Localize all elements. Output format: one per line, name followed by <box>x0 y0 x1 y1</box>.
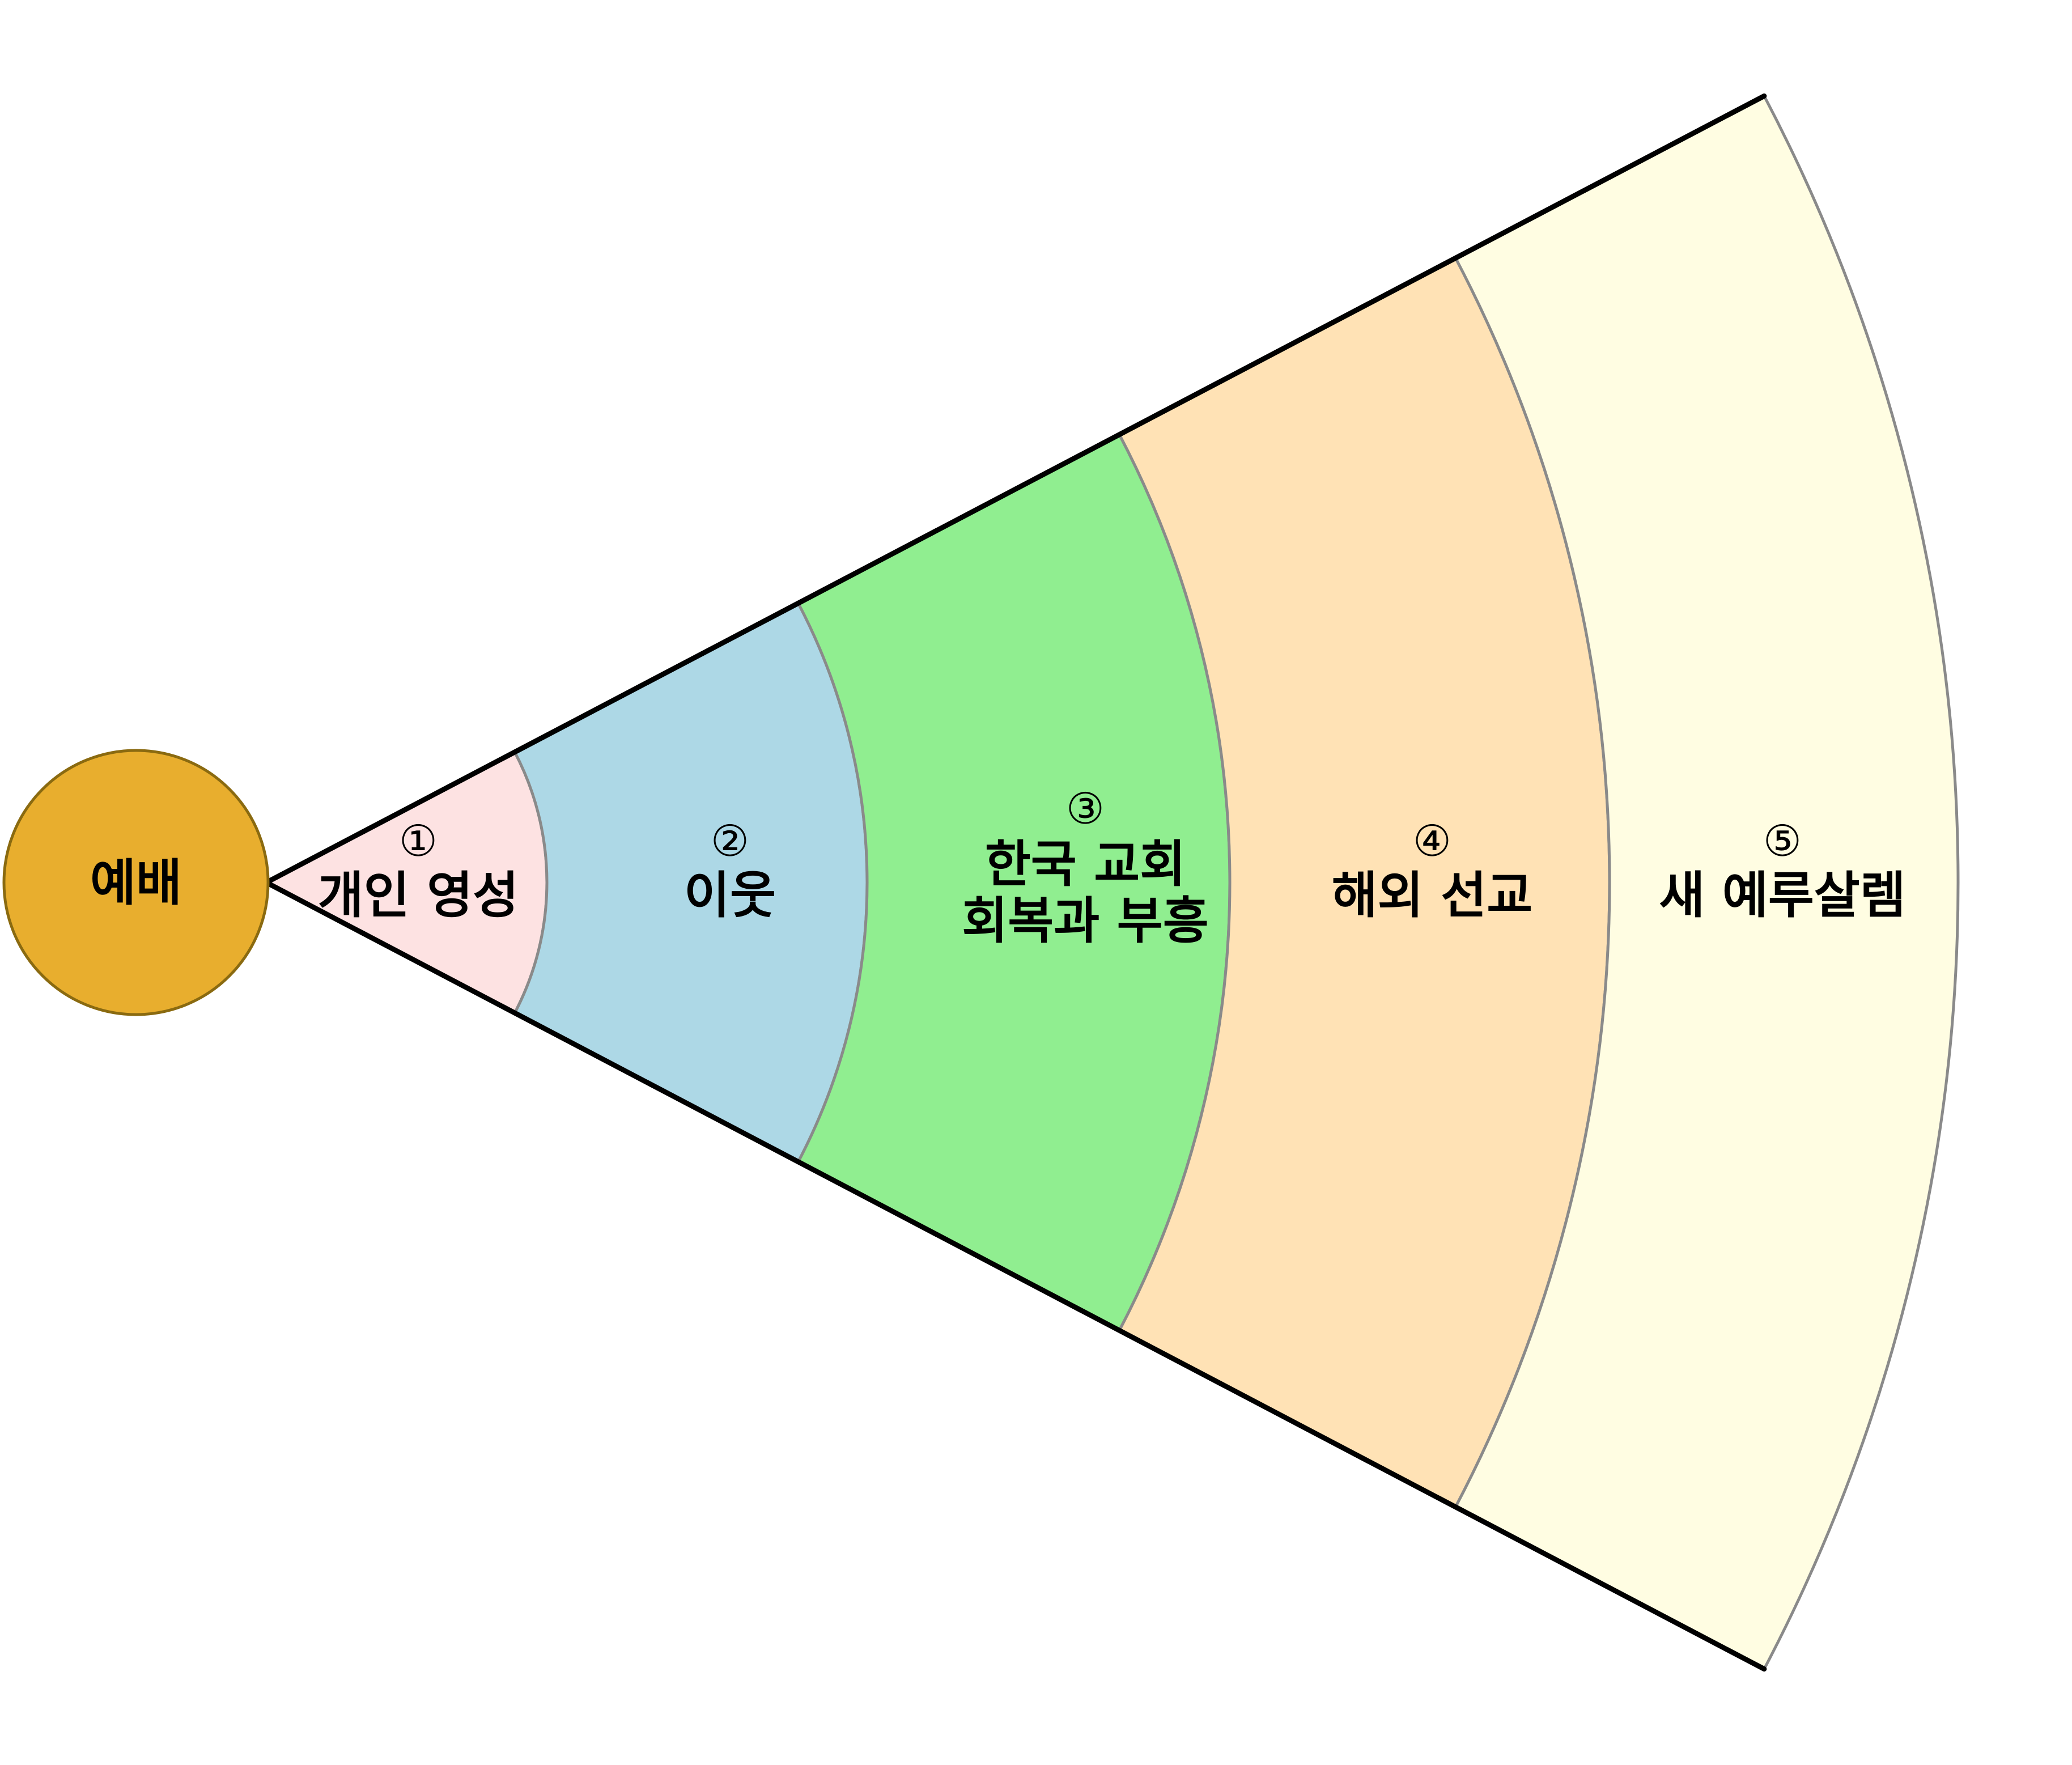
band-4-number: ④ <box>1413 816 1451 866</box>
band-4-label: 해외 선교 <box>1332 866 1532 924</box>
band-1-label: 개인 영성 <box>318 866 519 924</box>
band-3-label: 회복과 부흥 <box>962 892 1208 950</box>
fan-bands <box>263 94 1960 1671</box>
fan-upper-edge <box>264 93 1767 885</box>
band-1-number: ① <box>399 816 438 866</box>
band-5-label: 새 예루살렘 <box>1659 866 1905 924</box>
center-circle <box>2 749 270 1016</box>
center-node: 예배 <box>2 749 270 1016</box>
band-5-number: ⑤ <box>1763 816 1802 866</box>
band-2-label: 이웃 <box>684 866 776 924</box>
band-5 <box>1453 94 1960 1671</box>
band-3-label: 한국 교회 <box>985 835 1186 893</box>
center-label: 예배 <box>90 854 182 912</box>
fan-lower-edge <box>264 880 1767 1672</box>
band-2-number: ② <box>711 816 749 866</box>
band-3-number: ③ <box>1066 783 1105 834</box>
